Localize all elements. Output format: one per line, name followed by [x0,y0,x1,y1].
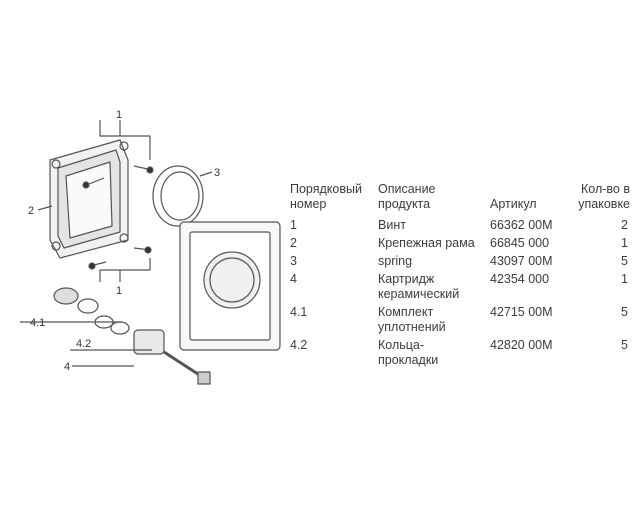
row-quantity: 5 [621,254,628,268]
table-row: 4.1 Комплект уплотнений 42715 00M 5 [290,305,630,338]
exploded-parts-diagram: 1 1 2 3 4 4.1 4.2 [20,109,281,385]
row-article: 66362 00M [490,218,553,232]
table-row: 4 Картридж керамический 42354 000 1 [290,272,630,305]
callout-1-bottom: 1 [116,285,122,297]
row-quantity: 1 [621,236,628,250]
row-quantity: 1 [621,272,628,286]
row-quantity: 5 [621,305,628,319]
parts-table: Порядковый номер Описание продукта Артик… [290,182,630,371]
row-quantity: 2 [621,218,628,232]
row-position: 3 [290,254,297,268]
callout-1-top: 1 [116,109,122,121]
callout-4-1: 4.1 [30,317,45,329]
callout-3: 3 [214,167,220,179]
spring-ring [152,165,204,227]
row-article: 42820 00M [490,338,553,352]
table-row: 2 Крепежная рама 66845 000 1 [290,236,630,254]
callout-4: 4 [64,361,70,373]
row-article: 66845 000 [490,236,550,250]
row-description: Комплект уплотнений [378,305,446,334]
screw-top-right [133,165,154,174]
callout-4-2: 4.2 [76,338,91,350]
screw-top-left [82,177,105,189]
screw-bottom-right [133,246,152,254]
header-article: Артикул [490,197,537,211]
mounting-frame [49,139,129,259]
row-description: Картридж керамический [378,272,460,301]
row-description: Крепежная рама [378,236,475,250]
table-row: 4.2 Кольца- прокладки 42820 00M 5 [290,338,630,371]
screw-bottom-left [88,261,107,270]
row-article: 42715 00M [490,305,553,319]
row-quantity: 5 [621,338,628,352]
row-description: Кольца- прокладки [378,338,439,367]
row-article: 43097 00M [490,254,553,268]
row-article: 42354 000 [490,272,550,286]
table-header-row: Порядковый номер Описание продукта Артик… [290,182,630,218]
cartridge-assembly [53,287,211,385]
row-position: 4.1 [290,305,308,319]
header-position: Порядковый номер [290,182,362,211]
header-description: Описание продукта [378,182,436,211]
table-row: 1 Винт 66362 00M 2 [290,218,630,236]
row-position: 4 [290,272,297,286]
callout-2: 2 [28,205,34,217]
flush-plate [179,221,281,351]
table-row: 3 spring 43097 00M 5 [290,254,630,272]
row-position: 2 [290,236,297,250]
header-quantity: Кол-во в упаковке [578,182,630,211]
row-description: Винт [378,218,406,232]
row-description: spring [378,254,413,268]
row-position: 1 [290,218,297,232]
row-position: 4.2 [290,338,308,352]
